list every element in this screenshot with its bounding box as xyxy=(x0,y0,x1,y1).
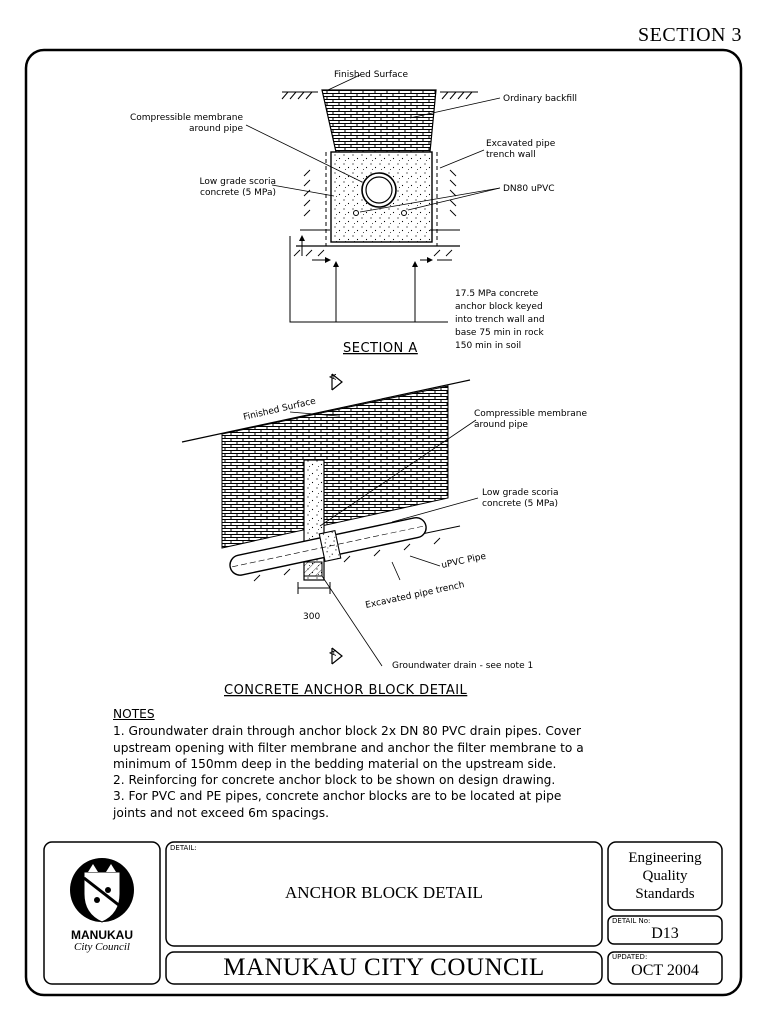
section-heading: SECTION 3 xyxy=(638,24,742,46)
label-finished-surface-a: Finished Surface xyxy=(334,70,408,80)
note-line: upstream opening with filter membrane an… xyxy=(113,740,584,755)
label-dn80: DN80 uPVC xyxy=(503,184,555,194)
section-mark-bottom: A xyxy=(329,649,339,656)
label-anchor-2: anchor block keyed xyxy=(455,302,543,312)
logo-subtitle: City Council xyxy=(74,941,130,953)
detail-title: ANCHOR BLOCK DETAIL xyxy=(285,883,483,902)
label-groundwater: Groundwater drain - see note 1 xyxy=(392,661,533,671)
label-anchor-5: 150 min in soil xyxy=(455,341,521,351)
notes-section: NOTES 1. Groundwater drain through ancho… xyxy=(113,706,633,821)
updated-box xyxy=(607,951,723,985)
standards-line-3: Standards xyxy=(635,886,695,902)
updated-date: OCT 2004 xyxy=(631,962,699,979)
logo-box xyxy=(43,841,161,985)
anchor-detail-drawing: A A xyxy=(181,373,479,667)
note-line: minimum of 150mm deep in the bedding mat… xyxy=(113,756,557,771)
note-line: 2. Reinforcing for concrete anchor block… xyxy=(113,773,556,788)
label-excavated-2: trench wall xyxy=(486,150,536,160)
note-line: joints and not exceed 6m spacings. xyxy=(113,805,330,820)
note-line: 1. Groundwater drain through anchor bloc… xyxy=(113,724,582,739)
label-low-grade-a-2: concrete (5 MPa) xyxy=(200,188,276,198)
detail-box xyxy=(165,841,603,947)
label-compressible-a-1: Compressible membrane xyxy=(130,113,244,123)
label-compressible-b-2: around pipe xyxy=(474,420,528,430)
label-compressible-b-1: Compressible membrane xyxy=(474,409,588,419)
dimension-300: 300 xyxy=(303,612,320,622)
standards-line-2: Quality xyxy=(642,868,688,884)
section-a-title: SECTION A xyxy=(343,341,418,356)
label-excavated-1: Excavated pipe xyxy=(486,139,556,149)
notes-heading: NOTES xyxy=(113,707,155,721)
logo-name: MANUKAU xyxy=(71,928,133,942)
detail-no-label: DETAIL No: xyxy=(612,917,651,925)
council-crest-logo xyxy=(70,858,134,923)
standards-line-1: Engineering xyxy=(628,850,702,866)
label-anchor-3: into trench wall and xyxy=(455,315,545,325)
section-a-labels: Finished Surface Ordinary backfill Compr… xyxy=(130,70,577,356)
section-a-drawing xyxy=(245,74,501,323)
sheet-frame xyxy=(24,48,743,997)
detail-no: D13 xyxy=(651,925,679,942)
label-upvc-pipe: uPVC Pipe xyxy=(441,552,488,571)
label-excavated-trench: Excavated pipe trench xyxy=(365,580,466,611)
council-box xyxy=(165,951,603,985)
label-low-grade-a-1: Low grade scoria xyxy=(200,177,276,187)
label-anchor-1: 17.5 MPa concrete xyxy=(455,289,539,299)
updated-label: UPDATED: xyxy=(612,953,648,961)
label-compressible-a-2: around pipe xyxy=(189,124,243,134)
council-name: MANUKAU CITY COUNCIL xyxy=(223,954,545,981)
detail-no-box xyxy=(607,915,723,945)
anchor-detail-title: CONCRETE ANCHOR BLOCK DETAIL xyxy=(224,683,468,698)
label-anchor-4: base 75 min in rock xyxy=(455,328,544,338)
standards-box xyxy=(607,841,723,911)
label-low-grade-b-2: concrete (5 MPa) xyxy=(482,499,558,509)
label-low-grade-b-1: Low grade scoria xyxy=(482,488,558,498)
section-mark-top: A xyxy=(329,373,339,380)
detail-label: DETAIL: xyxy=(170,844,197,852)
note-line: 3. For PVC and PE pipes, concrete anchor… xyxy=(113,789,562,804)
label-ordinary-backfill: Ordinary backfill xyxy=(503,94,577,104)
